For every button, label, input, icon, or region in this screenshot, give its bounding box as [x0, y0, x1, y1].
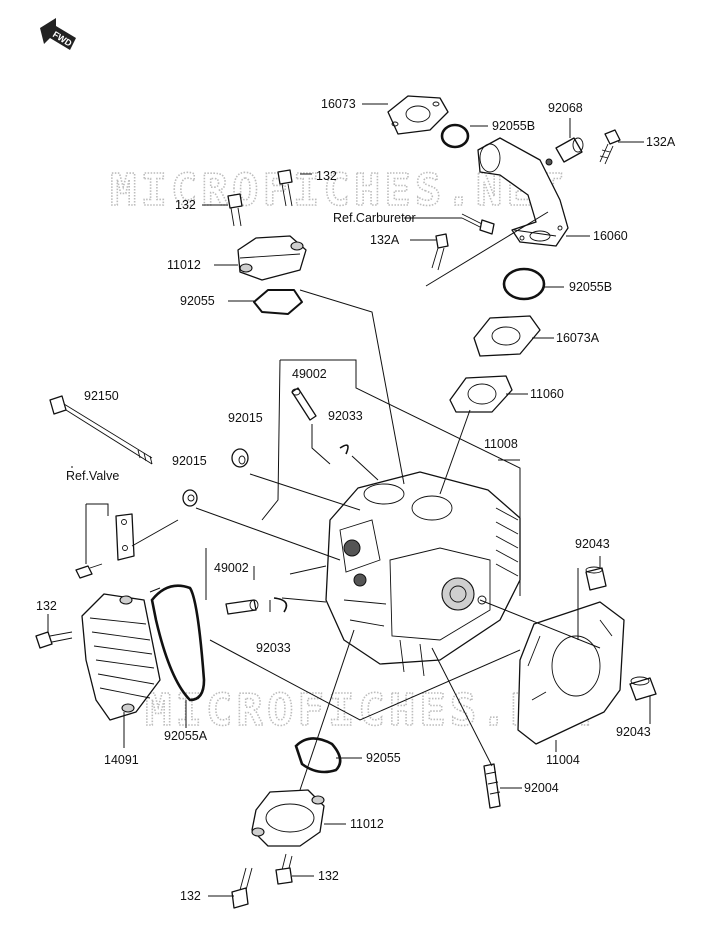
bolt-132a-mid [431, 233, 449, 271]
clip-92033-top [339, 444, 349, 455]
label-92004: 92004 [524, 781, 559, 795]
o-ring-92055b-top [440, 123, 470, 149]
o-ring-92055b-mid [502, 267, 546, 301]
label-92150: 92150 [84, 389, 119, 403]
cap-11012-top [237, 235, 307, 281]
label-11060: 11060 [530, 387, 564, 401]
label-92055-top: 92055 [180, 294, 215, 308]
small-dowel-dot [545, 158, 553, 166]
label-92043-bottom: 92043 [616, 725, 651, 739]
label-132-left: 132 [175, 198, 196, 212]
bolt-132-side [35, 631, 73, 649]
pin-49002-bottom [225, 599, 259, 615]
label-132-bottom-right: 132 [318, 869, 339, 883]
bolt-ref-carburetor [461, 213, 495, 235]
dowel-92043-bottom [629, 676, 657, 701]
label-92055b-mid: 92055B [569, 280, 612, 294]
bolt-132-top [277, 169, 293, 207]
label-132a-top: 132A [646, 135, 676, 149]
gasket-92055-top [253, 289, 303, 315]
label-16073: 16073 [321, 97, 356, 111]
insulator-16073a [473, 315, 541, 357]
washer-92015-a [231, 448, 249, 468]
label-92033-top: 92033 [328, 409, 363, 423]
label-11012-top: 11012 [167, 258, 201, 272]
label-92055a: 92055A [164, 729, 208, 743]
clip-92033-bottom [273, 597, 288, 613]
label-ref-valve: Ref.Valve [66, 469, 119, 483]
intake-pipe-16060 [477, 137, 569, 247]
pin-49002-top [291, 387, 317, 421]
label-132a-mid: 132A [370, 233, 400, 247]
stud-bolt-92150 [49, 395, 153, 465]
label-92068: 92068 [548, 101, 583, 115]
label-132-bottom-left: 132 [180, 889, 201, 903]
cylinder-head-11008 [325, 471, 521, 677]
insulator-16073 [387, 95, 449, 135]
cap-11012-bottom [251, 789, 325, 847]
label-132-side: 132 [36, 599, 57, 613]
label-49002-bottom: 49002 [214, 561, 249, 575]
washer-92015-b [182, 489, 198, 507]
label-92055-bottom: 92055 [366, 751, 401, 765]
leader-lines [47, 103, 651, 897]
label-16073a: 16073A [556, 331, 600, 345]
head-gasket-11004 [517, 601, 625, 745]
label-92033-bottom: 92033 [256, 641, 291, 655]
gasket-92055-bottom [294, 737, 342, 774]
label-132-top: 132 [316, 169, 337, 183]
stud-92004 [483, 763, 501, 809]
bolt-132-bottom-left [231, 867, 253, 909]
dowel-92068 [555, 137, 584, 163]
label-49002-top: 49002 [292, 367, 327, 381]
label-92015-b: 92015 [172, 454, 207, 468]
fwd-arrow-icon: FWD [40, 18, 76, 50]
bolt-132-bottom-right [275, 853, 293, 885]
label-11004: 11004 [546, 753, 580, 767]
label-92055b-top: 92055B [492, 119, 535, 133]
valve-bracket-ref [75, 513, 135, 579]
label-92043-top: 92043 [575, 537, 610, 551]
gasket-11060 [449, 375, 513, 413]
label-ref-carburetor: Ref.Carburetor [333, 211, 416, 225]
gasket-92055a [150, 584, 206, 702]
bolt-132a-top [599, 129, 621, 165]
label-14091: 14091 [104, 753, 139, 767]
label-11012-bottom: 11012 [350, 817, 384, 831]
label-11008: 11008 [484, 437, 518, 451]
dowel-92043-top [585, 566, 607, 591]
bolt-132-left [227, 193, 243, 227]
head-side-cover-14091 [81, 593, 161, 721]
label-16060: 16060 [593, 229, 628, 243]
label-92015-a: 92015 [228, 411, 263, 425]
